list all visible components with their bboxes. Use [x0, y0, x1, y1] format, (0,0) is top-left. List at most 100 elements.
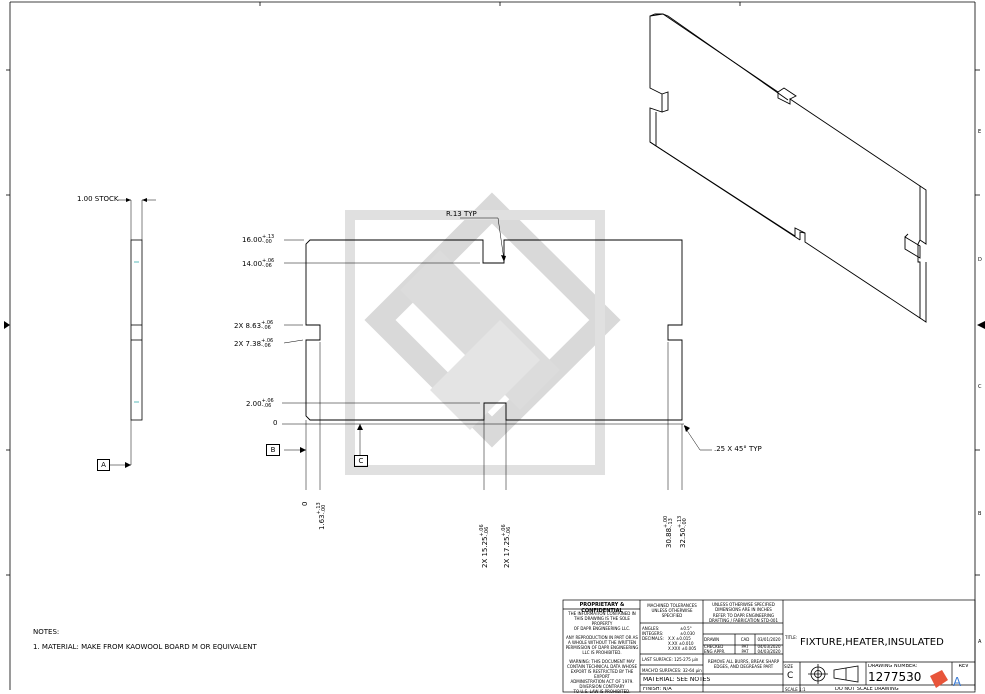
center-mark-left — [4, 321, 10, 329]
signoff-role: CHECKED — [704, 644, 724, 649]
left-dimension-2: 2.00+.06-.06 — [246, 399, 274, 409]
zero-ordinate: 0 — [273, 419, 278, 427]
proprietary-line: ANY REPRODUCTION IN PART OR AS — [566, 635, 638, 640]
stock-dimension: 1.00 STOCK — [77, 195, 119, 203]
border-mark-c: C — [978, 384, 982, 390]
dim-minus: -.06 — [261, 403, 272, 409]
decimal-rows: X.X ±0.015 X.XX ±0.010 X.XXX ±0.005 — [668, 636, 702, 651]
tolerance-heading: MACHINED TOLERANCES UNLESS OTHERWISE SPE… — [647, 603, 697, 618]
size-value: C — [787, 671, 794, 681]
machined-surfaces: MACH'D SURFACES: 32-64 μin — [642, 668, 702, 673]
dim-main: 2X 15.25 — [481, 536, 489, 568]
signoff-date: 04/03/2020 — [757, 649, 781, 654]
rev-label: REV — [958, 664, 969, 669]
bottom-dimension-0: 0 — [301, 501, 309, 506]
dim-main: 2X 17.25 — [503, 536, 511, 568]
border-mark-a: A — [978, 639, 982, 645]
proprietary-line: THE INFORMATION CONTAINED IN — [568, 611, 636, 616]
last-surface: LAST SURFACE: 125-275 μin — [642, 657, 699, 662]
left-dimension-14: 14.00+.06-.06 — [242, 259, 274, 269]
title-label: TITLE: — [785, 635, 798, 640]
proprietary-heading: PROPRIETARY & CONFIDENTIAL — [579, 602, 625, 614]
proprietary-line: LLC IS PROHIBITED. — [582, 650, 622, 655]
datum-c: C — [354, 455, 368, 467]
isometric-view — [649, 13, 927, 323]
dim-plus: +.13 — [262, 234, 275, 240]
watermark-corner-letter: A — [953, 675, 962, 689]
dim-minus: -.06 — [484, 526, 490, 537]
note-item: 1. MATERIAL: MAKE FROM KAOWOOL BOARD M O… — [33, 643, 257, 651]
dim-main: 14.00 — [242, 260, 263, 268]
bottom-dimension-32-50: 32.50+.13-.00 — [677, 516, 688, 548]
scale-label: SCALE 1:1 — [785, 687, 806, 692]
drawing-number: 1277530 — [868, 670, 922, 684]
left-dimension-16: 16.00+.13-.00 — [242, 235, 274, 245]
dim-minus: -.00 — [682, 518, 688, 528]
proprietary-line: ADMINISTRATION ACT OF 1979. — [570, 679, 634, 684]
radius-callout: R.13 TYP — [446, 210, 477, 218]
signoff-date: 03/01/2020 — [757, 637, 781, 642]
dim-minus: -.06 — [262, 263, 272, 269]
proprietary-line: CONTAIN TECHNICAL DATA WHOSE — [567, 664, 637, 669]
drawing-title: FIXTURE,HEATER,INSULATED — [800, 637, 944, 648]
front-view-dimension-lines — [282, 217, 712, 490]
border-mark-e: E — [978, 129, 982, 135]
dim-plus: +.06 — [262, 258, 275, 264]
watermark-corner-logo — [930, 670, 948, 688]
dim-main: 30.88 — [665, 527, 673, 548]
decimal-row: X.X ±0.015 — [668, 636, 691, 641]
signoff-role: ENG APPR. — [704, 649, 726, 654]
dim-main: 0 — [301, 501, 309, 506]
dim-plus: +.06 — [261, 398, 274, 404]
projection-symbol — [808, 664, 859, 684]
do-not-scale: DO NOT SCALE DRAWING — [835, 687, 899, 692]
side-view — [110, 199, 156, 466]
refer-note: REFER TO DAPR ENGINEERING DRAFTING / FAB… — [708, 613, 779, 623]
signoff-role: DRAWN — [704, 637, 720, 642]
signoff-date: 04/03/2020 — [757, 644, 781, 649]
sheet-border — [6, 1, 980, 690]
drawing-number-label: DRAWING NUMBER: — [868, 664, 918, 669]
left-dimension-8-63: 2X 8.63+.06-.06 — [234, 321, 273, 331]
proprietary-line: OF DAPR ENGINEERING LLC. — [573, 626, 631, 631]
decimal-row: X.XXX ±0.005 — [668, 646, 697, 651]
dim-minus: -.06 — [261, 325, 271, 331]
angles-value: ±0.5° — [680, 626, 692, 631]
angles-label: ANGLES: — [642, 626, 660, 631]
title-block-frame — [562, 599, 976, 693]
dim-minus: -.13 — [668, 518, 674, 528]
dim-minus: -.06 — [506, 526, 512, 537]
dim-main: 2.00 — [246, 400, 262, 408]
notes-heading: NOTES: — [33, 628, 60, 636]
proprietary-line: EXPORT IS RESTRICTED BY THE EXPORT — [570, 669, 634, 679]
proprietary-line: PERMISSION OF DAPR ENGINEERING — [565, 645, 639, 650]
dim-main: 1.63 — [318, 514, 326, 530]
finish-field: FINISH: N/A — [643, 687, 672, 692]
size-label: SIZE — [784, 664, 793, 669]
dim-main: 16.00 — [242, 236, 263, 244]
watermark-logo — [345, 192, 621, 475]
signoff-name: PAT — [741, 649, 749, 654]
dim-minus: -.00 — [321, 504, 327, 515]
border-mark-d: D — [978, 257, 982, 263]
signoff-name: PAT — [741, 644, 749, 649]
decimals-label: DECIMALS: — [642, 636, 664, 641]
signoff-name: CAD — [740, 637, 750, 642]
dim-minus: -.00 — [262, 239, 272, 245]
border-mark-b: B — [978, 511, 982, 517]
proprietary-line: TO U.S. LAW IS PROHIBITED. — [573, 689, 631, 694]
datum-a: A — [97, 459, 110, 471]
integers-label: INTEGERS: — [642, 631, 664, 636]
proprietary-line: WARNING: THIS DOCUMENT MAY — [569, 659, 635, 664]
datum-b: B — [266, 444, 280, 456]
proprietary-line: DIVERSION CONTRARY — [579, 684, 625, 689]
dim-main: 2X 7.38 — [234, 340, 262, 348]
dim-plus: +.06 — [261, 320, 274, 326]
bottom-dimension-17-25: 2X 17.25+.06-.06 — [501, 524, 512, 568]
proprietary-line: THIS DRAWING IS THE SOLE PROPERTY — [574, 616, 630, 626]
dim-plus: +.06 — [261, 338, 274, 344]
dimension-note: UNLESS OTHERWISE SPECIFIED DIMENSIONS AR… — [712, 602, 775, 612]
proprietary-text: THE INFORMATION CONTAINED IN THIS DRAWIN… — [564, 611, 640, 694]
